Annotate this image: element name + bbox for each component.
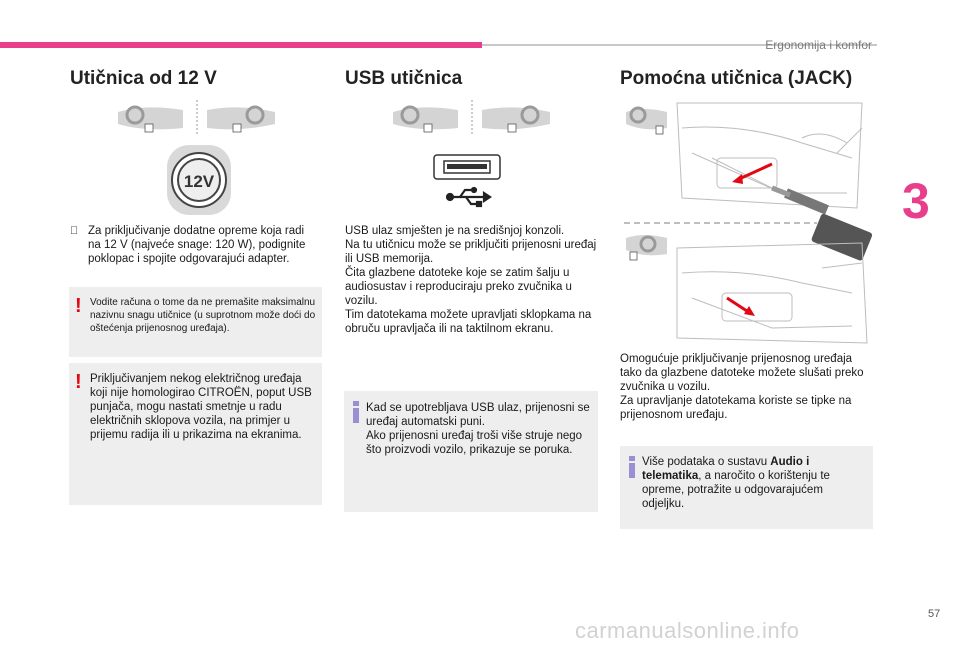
dashboard-right-icon xyxy=(482,105,550,133)
section-title-12v: Utičnica od 12 V xyxy=(70,68,217,89)
dashboard-right-icon xyxy=(207,105,275,133)
header-divider xyxy=(482,44,877,46)
warning-note-2-text: Priključivanjem nekog električnog uređaj… xyxy=(90,373,312,441)
jack-description: Omogućuje priključivanje prijenosnog ure… xyxy=(620,353,864,421)
warning-icon: ! xyxy=(75,371,82,393)
info-note-usb: Kad se upotrebljava USB ulaz, prijenosni… xyxy=(344,391,598,512)
chapter-number: 3 xyxy=(902,173,930,229)
chapter-title: Ergonomija i komfor xyxy=(765,38,872,52)
warning-note-2: ! Priključivanjem nekog električnog uređ… xyxy=(69,363,322,505)
console-drawing-top xyxy=(676,102,863,209)
info-note-usb-text: Kad se upotrebljava USB ulaz, prijenosni… xyxy=(366,402,590,456)
warning-icon: ! xyxy=(75,295,82,317)
socket-12v-icon: 12V xyxy=(167,145,231,215)
header-accent-bar xyxy=(0,42,482,48)
usb-symbol-icon xyxy=(445,186,492,208)
usb-description: USB ulaz smješten je na središnjoj konzo… xyxy=(345,225,597,335)
page-number: 57 xyxy=(928,608,941,620)
info-note-jack-text: Više podataka o sustavu Audio i telemati… xyxy=(642,455,868,511)
section-title-usb: USB utičnica xyxy=(345,68,463,89)
dashboard-left-icon xyxy=(118,105,183,133)
warning-note-1-text: Vodite računa o tome da ne premašite mak… xyxy=(90,297,316,334)
info-note-jack: Više podataka o sustavu Audio i telemati… xyxy=(620,446,873,529)
jack-plug-icon xyxy=(771,185,873,261)
car-location-diagram-usb xyxy=(393,100,550,136)
jack-location-illustration xyxy=(624,102,873,344)
dashboard-left-icon xyxy=(393,105,458,133)
dashboard-bottom-icon xyxy=(626,235,667,261)
warning-note-1: ! Vodite računa o tome da ne premašite m… xyxy=(69,287,322,357)
info-text-post: , a naročito o korištenju te opreme, pot… xyxy=(642,470,830,510)
bullet-12v-text: Za priključivanje dodatne opreme koja ra… xyxy=(88,225,306,265)
bullet-arrow-icon:  xyxy=(70,224,78,238)
info-text-bold: Audio i telematika xyxy=(642,456,810,482)
usb-port-icon xyxy=(433,154,501,208)
info-icon xyxy=(629,456,635,478)
section-title-jack: Pomoćna utičnica (JACK) xyxy=(620,68,853,89)
socket-label: 12V xyxy=(184,172,215,191)
bullet-12v:  Za priključivanje dodatne opreme koja … xyxy=(70,224,320,266)
info-text-pre: Više podataka o sustavu xyxy=(642,456,771,468)
dashboard-top-icon xyxy=(626,106,667,135)
watermark: carmanualsonline.info xyxy=(575,618,800,643)
car-location-diagram-12v xyxy=(118,100,275,136)
info-icon xyxy=(353,401,359,423)
console-drawing-bottom xyxy=(676,242,868,344)
